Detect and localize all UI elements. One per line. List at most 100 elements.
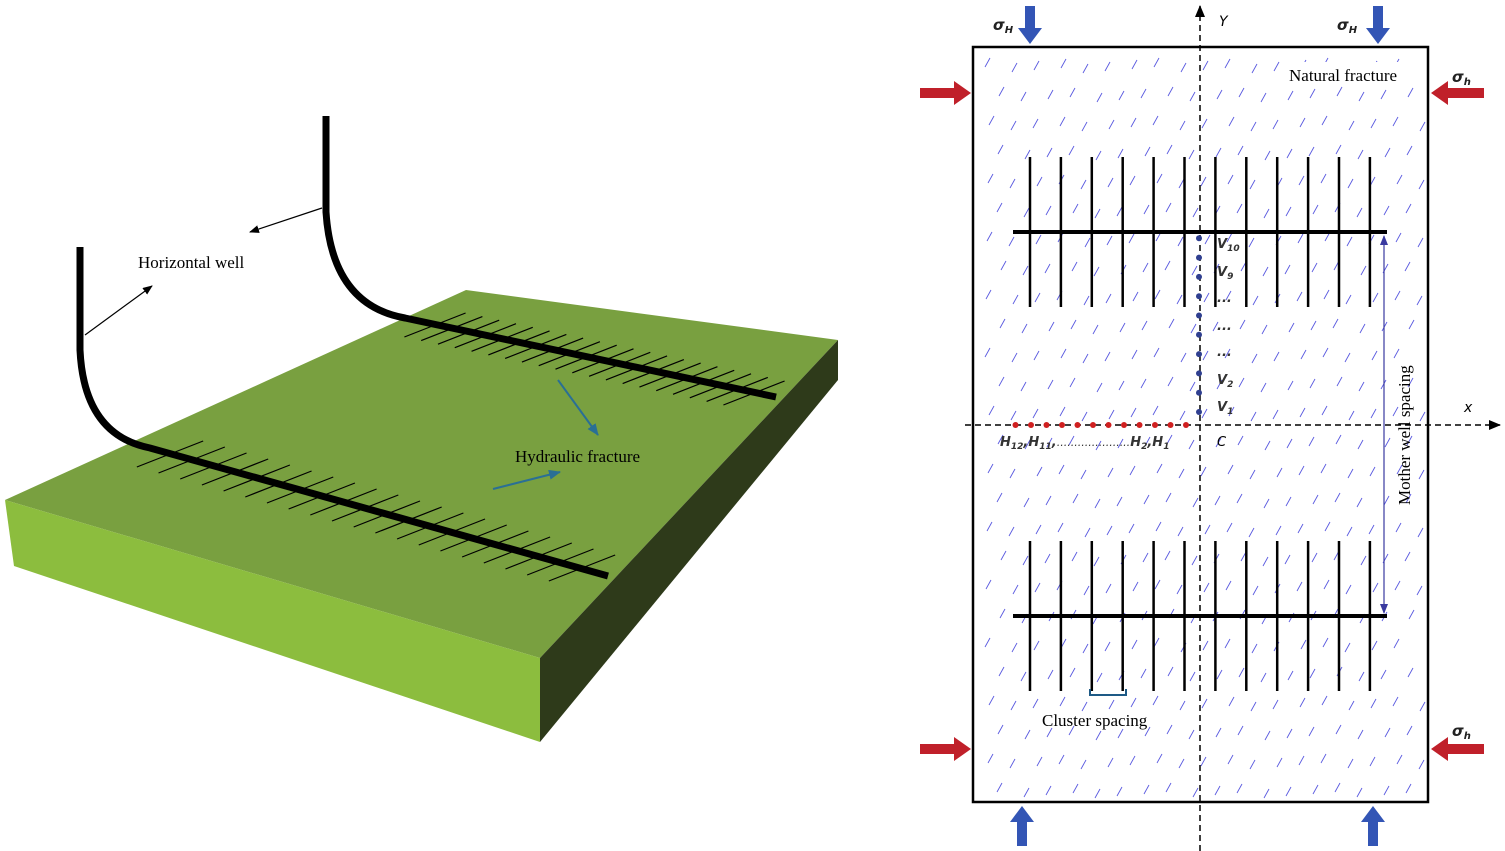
natural-fracture-270	[1276, 467, 1283, 478]
natural-fracture-320	[1142, 552, 1149, 563]
natural-fracture-145	[1360, 265, 1367, 276]
natural-fracture-94	[1023, 207, 1030, 218]
natural-fracture-281	[1094, 498, 1101, 509]
natural-fracture-436	[1286, 728, 1293, 739]
natural-fracture-57	[1024, 149, 1031, 160]
natural-fracture-120	[1204, 234, 1211, 245]
natural-fracture-259	[1009, 468, 1016, 479]
h-point-6	[1105, 422, 1112, 428]
natural-fracture-label: Natural fracture	[1289, 66, 1397, 85]
natural-fracture-444	[1036, 756, 1043, 767]
natural-fracture-230	[1201, 408, 1208, 419]
natural-fracture-420	[1348, 700, 1355, 711]
natural-fracture-273	[1347, 468, 1354, 479]
natural-fracture-200	[1344, 352, 1351, 363]
natural-fracture-49	[1272, 119, 1279, 130]
natural-fracture-80	[1129, 175, 1136, 186]
natural-fracture-131	[1022, 265, 1029, 276]
natural-fracture-297	[1035, 524, 1042, 535]
natural-fracture-24	[1118, 90, 1125, 101]
natural-fracture-428	[1095, 730, 1102, 741]
natural-fracture-137	[1164, 260, 1171, 271]
natural-fracture-234	[1299, 407, 1306, 418]
natural-fracture-416	[1250, 701, 1257, 712]
natural-fracture-332	[985, 579, 992, 590]
natural-fracture-329	[1360, 555, 1367, 566]
sigma-H-label-left: σH	[993, 16, 1014, 36]
natural-fracture-457	[1347, 758, 1354, 769]
natural-fracture-454	[1276, 757, 1283, 768]
natural-fracture-453	[1249, 759, 1256, 770]
natural-fracture-180	[1310, 320, 1317, 331]
natural-fracture-445	[1058, 754, 1065, 765]
natural-fracture-274	[1369, 466, 1376, 477]
lower-mother-well	[1013, 541, 1387, 691]
v-point-9	[1196, 254, 1202, 261]
sigma-h-label-bottom: σh	[1452, 722, 1471, 742]
natural-fracture-245	[1117, 438, 1124, 449]
natural-fracture-141	[1262, 266, 1269, 277]
natural-fracture-29	[1238, 87, 1245, 98]
sigma-H-arrow-top-left	[1018, 6, 1042, 44]
natural-fracture-198	[1300, 349, 1307, 360]
natural-fracture-69	[1308, 146, 1315, 157]
natural-fracture-278	[1023, 497, 1030, 508]
natural-fracture-192	[1153, 347, 1160, 358]
natural-fracture-215	[1287, 380, 1294, 391]
natural-fracture-399	[1287, 670, 1294, 681]
natural-fracture-291	[1334, 492, 1341, 503]
natural-fracture-295	[986, 521, 993, 532]
natural-fracture-174	[1168, 318, 1175, 329]
natural-fracture-108	[1356, 207, 1363, 218]
v9-label: V9	[1217, 265, 1233, 282]
natural-fracture-250	[1237, 435, 1244, 446]
natural-fracture-306	[1248, 527, 1255, 538]
natural-fracture-337	[1105, 583, 1112, 594]
natural-fracture-439	[1357, 729, 1364, 740]
natural-fracture-326	[1284, 554, 1291, 565]
natural-fracture-115	[1084, 237, 1091, 248]
natural-fracture-385	[1371, 640, 1378, 651]
natural-fracture-61	[1117, 148, 1124, 159]
natural-fracture-258	[987, 463, 994, 474]
natural-fracture-423	[1419, 701, 1426, 712]
natural-fracture-124	[1297, 233, 1304, 244]
natural-fracture-221	[988, 405, 995, 416]
vertical-monitor-points	[1196, 235, 1202, 415]
natural-fracture-341	[1203, 582, 1210, 593]
natural-fracture-81	[1156, 173, 1163, 184]
cluster-spacing-label: Cluster spacing	[1042, 711, 1148, 730]
natural-fracture-313	[1417, 527, 1424, 538]
natural-fracture-173	[1141, 320, 1148, 331]
natural-fracture-63	[1166, 144, 1173, 155]
natural-fracture-391	[1096, 672, 1103, 683]
natural-fracture-178	[1261, 324, 1268, 335]
natural-fracture-76	[1036, 176, 1043, 187]
natural-fracture-21	[1047, 89, 1054, 100]
hydraulic-fracture-label: Hydraulic fracture	[515, 447, 640, 466]
natural-fracture-99	[1143, 204, 1150, 215]
natural-fracture-214	[1260, 382, 1267, 393]
natural-fracture-395	[1189, 671, 1196, 682]
natural-fracture-232	[1250, 411, 1257, 422]
natural-fracture-312	[1395, 522, 1402, 533]
natural-fracture-73	[1406, 145, 1413, 156]
natural-fracture-282	[1116, 496, 1123, 507]
natural-fracture-129	[1417, 237, 1424, 248]
h11-sep: ,	[1051, 435, 1057, 450]
natural-fracture-22	[1069, 87, 1076, 98]
natural-fracture-288	[1263, 498, 1270, 509]
natural-fracture-210	[1167, 376, 1174, 387]
natural-fracture-202	[1393, 348, 1400, 359]
natural-fracture-334	[1034, 582, 1041, 593]
natural-fracture-449	[1156, 753, 1163, 764]
natural-fracture-150	[1034, 292, 1041, 303]
natural-fracture-42	[1108, 119, 1115, 130]
natural-fracture-39	[1032, 118, 1039, 129]
natural-fracture-241	[1024, 439, 1031, 450]
natural-fracture-407	[1032, 698, 1039, 709]
left-panel-3d-model: Horizontal well Hydraulic fracture	[5, 116, 838, 742]
h-point-1	[1183, 422, 1189, 428]
natural-fracture-67	[1264, 150, 1271, 161]
